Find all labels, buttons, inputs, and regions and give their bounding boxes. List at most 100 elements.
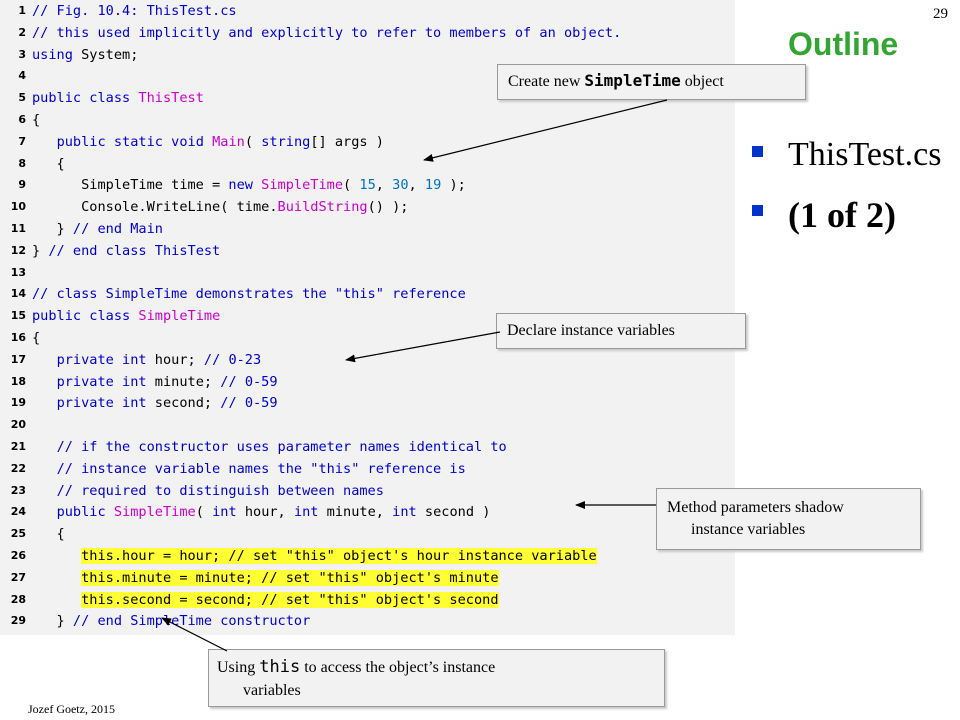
callout-instance-variables: Declare instance variables — [496, 313, 746, 349]
code-text: public static void Main( string[] args ) — [32, 131, 384, 153]
code-token: hour, — [236, 504, 294, 521]
line-number: 14 — [10, 287, 26, 301]
line-number: 25 — [10, 527, 26, 541]
code-token: public static void — [56, 133, 204, 150]
arrow-create-object — [423, 99, 668, 162]
highlighted-code: this.minute = minute; // set "this" obje… — [81, 569, 499, 586]
code-token: // if the constructor uses parameter nam… — [56, 439, 507, 455]
code-token: // class SimpleTime demonstrates the "th… — [32, 286, 466, 303]
code-text: public class SimpleTime — [32, 305, 220, 327]
code-token: () ); — [367, 199, 409, 216]
callout-text: instance variables — [691, 521, 806, 538]
code-text: { — [32, 109, 40, 131]
code-text: // if the constructor uses parameter nam… — [32, 436, 507, 458]
code-token: [] args ) — [310, 133, 384, 150]
line-number: 23 — [10, 483, 26, 497]
line-number: 8 — [18, 156, 26, 170]
callout-shadow: Method parameters shadow instance variab… — [656, 488, 921, 550]
line-number: 4 — [18, 69, 26, 83]
code-token: int — [212, 504, 237, 521]
code-text: // instance variable names the "this" re… — [32, 458, 466, 480]
code-token: { — [32, 112, 41, 128]
line-number: 11 — [10, 222, 26, 235]
code-token: private int — [56, 373, 147, 390]
line-number: 26 — [10, 549, 26, 562]
bullet-text: ThisTest.cs — [788, 136, 942, 173]
line-number: 7 — [18, 134, 26, 148]
code-token: // Fig. 10.4: ThisTest.cs — [32, 3, 237, 19]
line-number: 21 — [10, 440, 26, 453]
callout-text: Method parameters shadow — [667, 499, 844, 516]
line-number: 9 — [18, 178, 26, 192]
code-token: 30 — [392, 177, 409, 194]
slide-number: 29 — [933, 6, 948, 22]
bullet-square-icon — [752, 146, 763, 157]
code-token: System; — [72, 46, 139, 63]
code-token: private int — [56, 351, 147, 368]
code-text: // Fig. 10.4: ThisTest.cs — [32, 0, 237, 22]
line-number: 1 — [18, 4, 26, 17]
line-number: 6 — [18, 113, 26, 126]
code-token: SimpleTime — [113, 504, 196, 521]
code-token: hour; — [146, 351, 204, 368]
code-text: this.second = second; // set "this" obje… — [32, 589, 499, 611]
code-token: { — [32, 526, 65, 543]
callout-text: variables — [243, 682, 301, 699]
line-number: 5 — [18, 91, 26, 105]
code-text: } // end Main — [32, 218, 163, 240]
code-token: , — [375, 177, 393, 194]
callout-text: Using — [217, 659, 260, 676]
callout-code: this — [259, 657, 301, 677]
code-token: ( — [195, 504, 213, 521]
code-token: SimpleTime time = — [32, 177, 229, 194]
code-text: // this used implicitly and explicitly t… — [32, 22, 621, 44]
code-token: second ) — [416, 504, 491, 521]
highlighted-code: this.second = second; // set "this" obje… — [81, 591, 499, 608]
code-token: minute, — [318, 504, 393, 521]
code-token: using — [32, 46, 73, 63]
code-token: public class — [32, 90, 131, 107]
line-number: 17 — [10, 352, 26, 366]
code-text: public SimpleTime( int hour, int minute,… — [32, 501, 491, 523]
footer-author: Jozef Goetz, 2015 — [28, 702, 115, 716]
callout-using-this: Using this to access the object’s instan… — [208, 649, 665, 707]
code-text: private int hour; // 0-23 — [32, 349, 262, 371]
line-number: 19 — [10, 396, 26, 410]
line-number: 16 — [10, 331, 26, 344]
line-number: 28 — [10, 592, 26, 606]
code-token: ( — [244, 133, 262, 150]
line-number: 12 — [10, 243, 26, 257]
callout-text: Create new — [508, 73, 585, 90]
code-text: { — [32, 153, 65, 175]
code-token: { — [32, 330, 41, 346]
code-token: { — [32, 155, 65, 172]
line-number: 2 — [18, 25, 26, 39]
line-number: 22 — [10, 461, 26, 475]
code-token: minute; — [146, 373, 221, 390]
code-token: public class — [32, 308, 131, 325]
code-text: public class ThisTest — [32, 87, 204, 109]
code-token: // instance variable names the "this" re… — [56, 460, 466, 477]
callout-code: SimpleTime — [584, 71, 681, 90]
code-token: , — [408, 177, 425, 194]
highlighted-code: this.hour = hour; // set "this" object's… — [81, 548, 597, 564]
code-token: // end class ThisTest — [48, 242, 221, 259]
code-token: } — [32, 613, 73, 630]
code-text: private int second; // 0-59 — [32, 392, 278, 414]
code-token: SimpleTime — [138, 308, 221, 325]
line-number: 20 — [10, 418, 26, 432]
code-text: // required to distinguish between names — [32, 480, 384, 502]
line-number: 3 — [18, 47, 26, 61]
code-token: // 0-59 — [220, 373, 278, 390]
code-token: Main — [212, 133, 245, 150]
line-number: 10 — [10, 200, 26, 214]
arrow-using-this — [161, 617, 228, 652]
code-token: 15 — [359, 177, 376, 194]
code-text: { — [32, 327, 40, 349]
line-number: 15 — [10, 309, 26, 323]
code-token: // required to distinguish between names — [56, 482, 384, 499]
code-token: ); — [441, 177, 466, 194]
arrow-instance-variables — [345, 331, 501, 363]
code-text: SimpleTime time = new SimpleTime( 15, 30… — [32, 174, 466, 196]
outline-title: Outline — [788, 26, 899, 62]
